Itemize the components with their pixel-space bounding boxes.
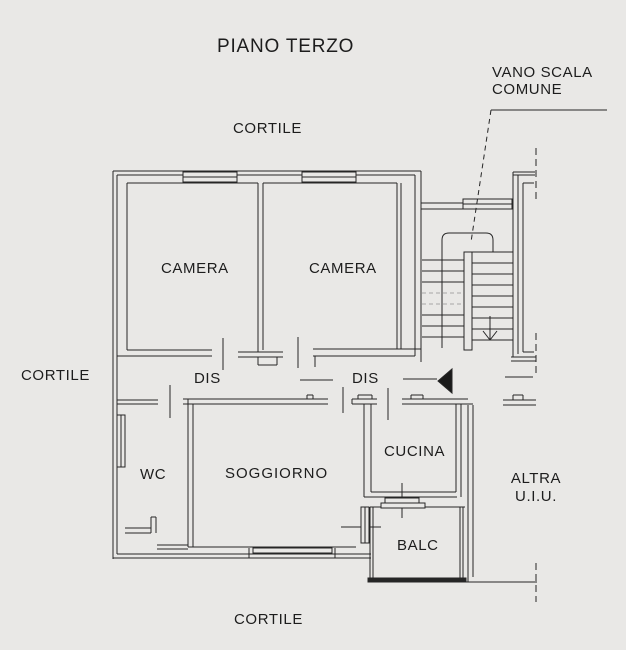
room-label-living: SOGGIORNO	[225, 465, 329, 482]
stair-steps-hidden	[422, 292, 464, 305]
door-kitchen-balcony	[384, 497, 420, 504]
other-unit-label: ALTRA U.I.U.	[510, 470, 562, 505]
balcony-slab-edge	[367, 577, 467, 583]
room-label-dis-left: DIS	[194, 370, 221, 387]
stair-steps-right	[472, 251, 513, 341]
room-label-kitchen: CUCINA	[384, 443, 446, 460]
stair-steps-left	[422, 259, 464, 338]
entrance-door	[300, 367, 453, 395]
room-label-camera-left: CAMERA	[161, 260, 229, 277]
stairwell-label: VANO SCALA COMUNE	[492, 64, 592, 98]
window-living	[252, 547, 333, 554]
stair-well-outline	[441, 232, 494, 348]
courtyard-label-bottom: CORTILE	[234, 611, 303, 628]
stair-stringer	[463, 251, 473, 351]
plan-title: PIANO TERZO	[217, 36, 355, 57]
room-label-dis-right: DIS	[352, 370, 379, 387]
outer-walls	[112, 170, 422, 559]
room-label-camera-right: CAMERA	[309, 260, 377, 277]
room-label-wc: WC	[140, 466, 167, 483]
stairs	[422, 232, 513, 351]
courtyard-label-left: CORTILE	[21, 367, 90, 384]
courtyard-label-top: CORTILE	[233, 120, 302, 137]
stair-direction-arrow	[482, 316, 498, 341]
room-label-balcony: BALC	[397, 537, 439, 554]
interior-walls	[117, 182, 537, 583]
door-kitchen-balcony-sill	[380, 502, 426, 509]
entrance-door-arrow	[437, 367, 453, 395]
stairwell-leader-line	[470, 109, 607, 243]
windows	[116, 171, 513, 558]
